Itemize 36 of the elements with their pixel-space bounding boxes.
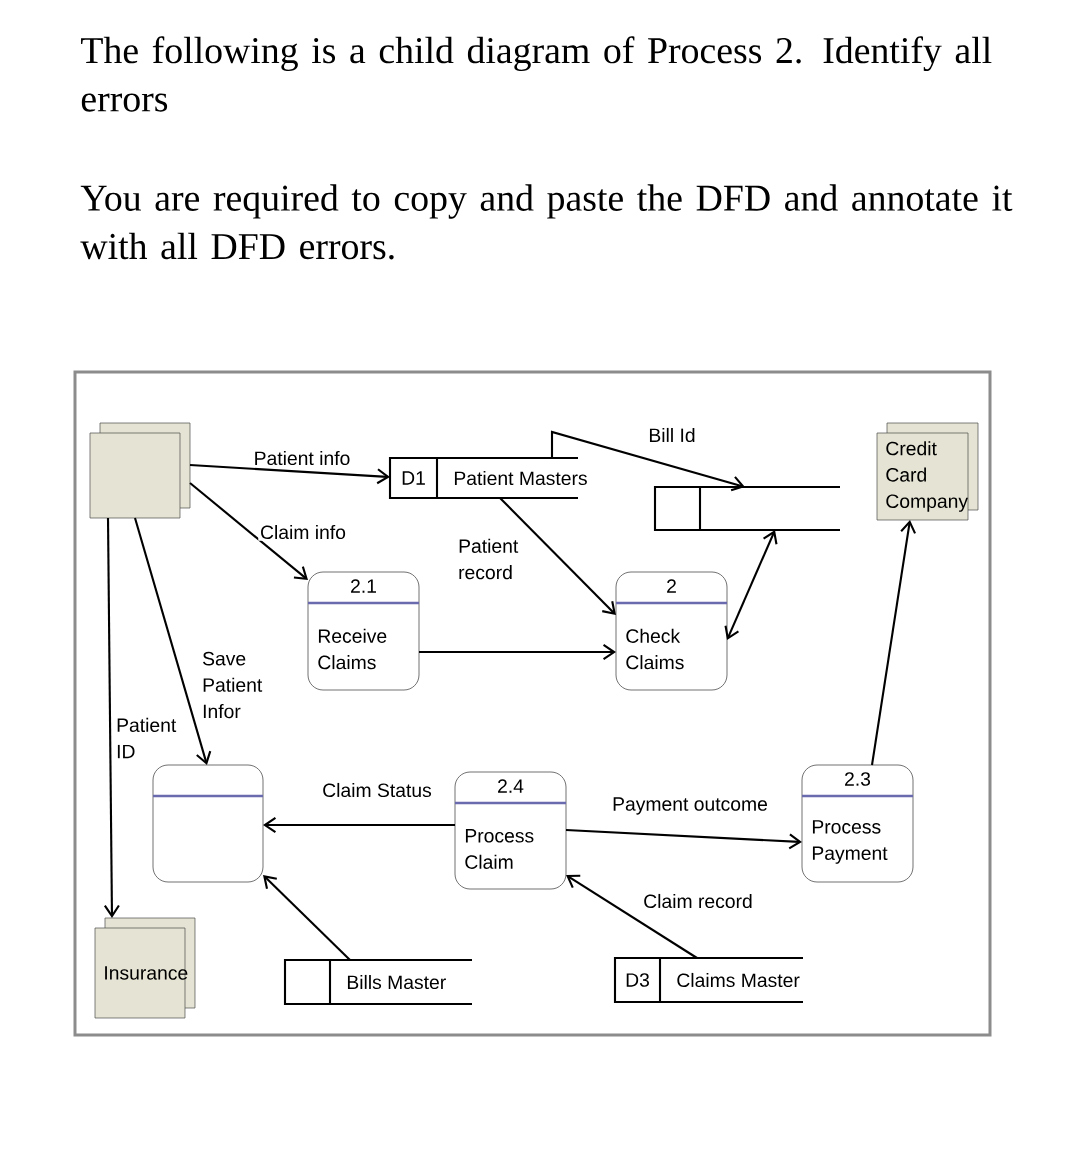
arrow	[565, 828, 802, 850]
arrow	[189, 463, 390, 485]
arrow	[566, 874, 698, 959]
arrow	[103, 518, 120, 918]
external-entity-box: Insurance	[94, 917, 196, 1019]
arrow	[263, 817, 455, 833]
process-box	[152, 764, 264, 883]
data-store: Bills Master	[283, 958, 472, 1006]
edge-label: Patient ID	[114, 716, 183, 760]
process-box: 2 Check Claims	[615, 571, 728, 691]
edge-label: Patient record	[456, 536, 525, 582]
arrow	[263, 875, 351, 961]
arrow	[724, 530, 778, 640]
data-store	[653, 485, 840, 532]
arrow	[189, 482, 308, 580]
arrow	[870, 520, 916, 766]
arrow	[550, 430, 745, 492]
process-box: 2.1 Receive Claims	[307, 571, 420, 691]
edge-label: Claim record	[641, 892, 755, 910]
arrow	[499, 497, 616, 615]
instruction-text: You are required to copy and paste the DFD and annotate it with all DFD errors.	[80, 184, 1013, 260]
edge-label: Payment outcome	[610, 795, 770, 817]
process-box: 2.3 Process Payment	[801, 764, 914, 883]
process-box: 2.4 Process Claim	[454, 771, 567, 890]
edge-label: Save Patient Infor	[200, 650, 269, 720]
edge-label: Patient info	[251, 449, 353, 467]
data-store: D1 Patient Masters	[388, 456, 587, 500]
title: The following is a child diagram of Process 2. Identify all errors	[81, 36, 992, 112]
edge-label: Bill Id	[646, 426, 698, 444]
edge-label: Claim info	[258, 523, 348, 541]
data-store: D3 Claims Master	[613, 956, 803, 1004]
edge-label: Claim Status	[320, 781, 434, 799]
external-entity-box	[89, 422, 191, 519]
arrow	[419, 644, 616, 660]
arrow	[134, 517, 212, 765]
external-entity-box: Credit Card Company	[876, 422, 979, 521]
